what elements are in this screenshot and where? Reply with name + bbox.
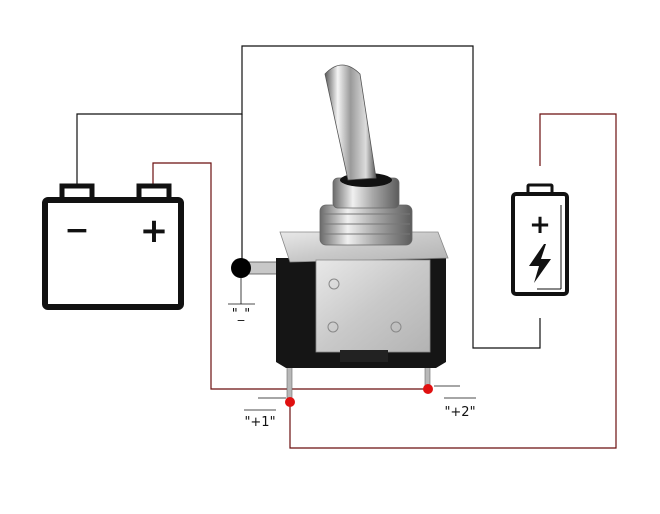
- lightning-bolt-icon: [529, 244, 551, 283]
- terminal-1-label: "+1": [244, 415, 275, 430]
- terminal-2-label-group: "+2": [434, 385, 476, 420]
- rivet-icon: [328, 278, 340, 290]
- ground-label-group: "_": [228, 278, 255, 322]
- battery-body: [42, 197, 184, 310]
- wires: [76, 45, 617, 449]
- switch-bottom-clip: [340, 350, 388, 362]
- load-body: [511, 192, 569, 296]
- positive-wire-supply: [152, 162, 428, 390]
- terminal-2-label: "+2": [444, 405, 475, 420]
- terminal-1-dot: [285, 397, 295, 407]
- battery-minus-symbol: −: [64, 213, 89, 248]
- charging-battery-icon: +: [511, 183, 569, 296]
- ground-label: "_": [232, 307, 250, 322]
- rivet-icon: [390, 321, 402, 333]
- load-plus-symbol: +: [529, 210, 551, 240]
- ground-node: [231, 258, 251, 278]
- battery-positive-post: [136, 183, 172, 203]
- switch-lever: [324, 64, 377, 181]
- ground-wire: [76, 45, 541, 349]
- rivet-icon: [327, 321, 339, 333]
- positive-wire-load: [289, 113, 617, 449]
- terminal-2-dot: [423, 384, 433, 394]
- toggle-switch-icon: [246, 64, 449, 403]
- terminal-1-label-group: "+1": [244, 397, 286, 430]
- car-battery-icon: − +: [42, 183, 184, 310]
- battery-negative-post: [59, 183, 95, 203]
- switch-front-plate: [315, 259, 431, 353]
- switch-bushing: [319, 204, 413, 246]
- battery-plus-symbol: +: [140, 211, 169, 251]
